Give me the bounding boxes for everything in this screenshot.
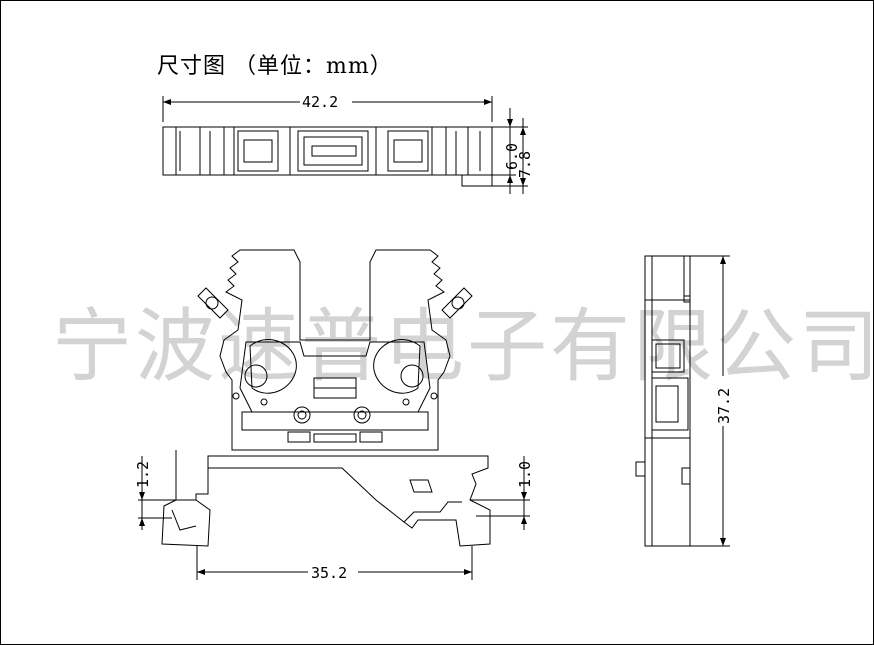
watermark-text: 宁波速普电子有限公司: [52, 300, 874, 393]
front-view: 1.2 1.0 35.2: [134, 249, 534, 582]
page-title: 尺寸图 （单位：mm）: [157, 54, 393, 79]
dim-side-height: 37.2: [715, 388, 733, 424]
top-view: 42.2 6.0 7.8: [162, 93, 534, 194]
dim-front-height-right: 1.0: [516, 461, 534, 488]
dim-top-width: 42.2: [302, 93, 338, 111]
side-view: 37.2: [635, 255, 733, 547]
dim-front-height-left: 1.2: [134, 461, 152, 488]
dim-top-height-inner: 6.0: [503, 143, 521, 170]
dim-front-width: 35.2: [311, 564, 347, 582]
dim-top-height-outer: 7.8: [516, 151, 534, 178]
